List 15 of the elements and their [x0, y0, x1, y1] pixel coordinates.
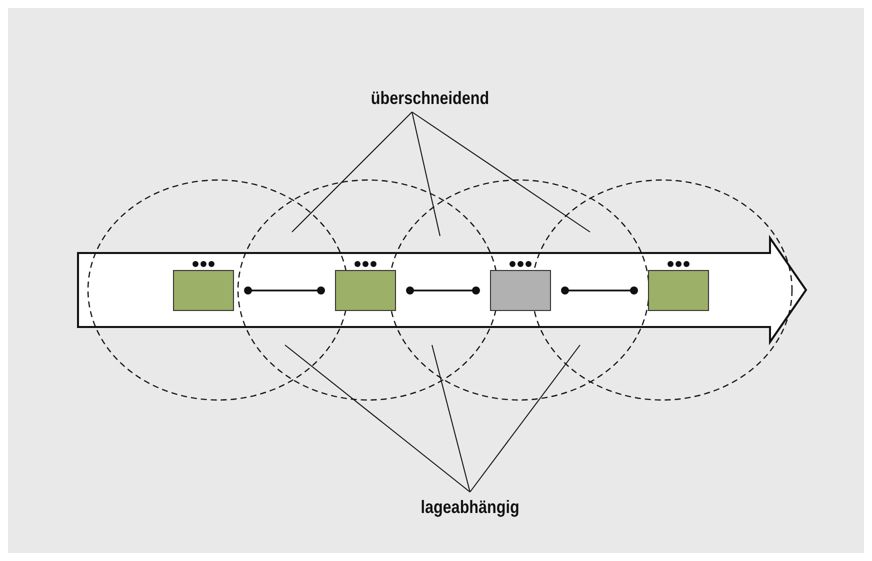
connector-line — [244, 286, 325, 294]
leader-line — [292, 112, 412, 232]
annotation-label: überschneidend — [370, 88, 490, 109]
connector-line — [561, 286, 638, 294]
process-box — [648, 270, 709, 311]
leader-line — [470, 344, 580, 492]
process-box — [173, 270, 234, 311]
leader-line — [284, 344, 470, 492]
annotation-label: lageabhängig — [420, 497, 520, 518]
process-box — [335, 270, 396, 311]
leader-line — [432, 344, 470, 492]
connector-line — [406, 286, 480, 294]
process-box — [490, 270, 551, 311]
leader-line — [412, 112, 590, 232]
leader-line — [412, 112, 440, 236]
